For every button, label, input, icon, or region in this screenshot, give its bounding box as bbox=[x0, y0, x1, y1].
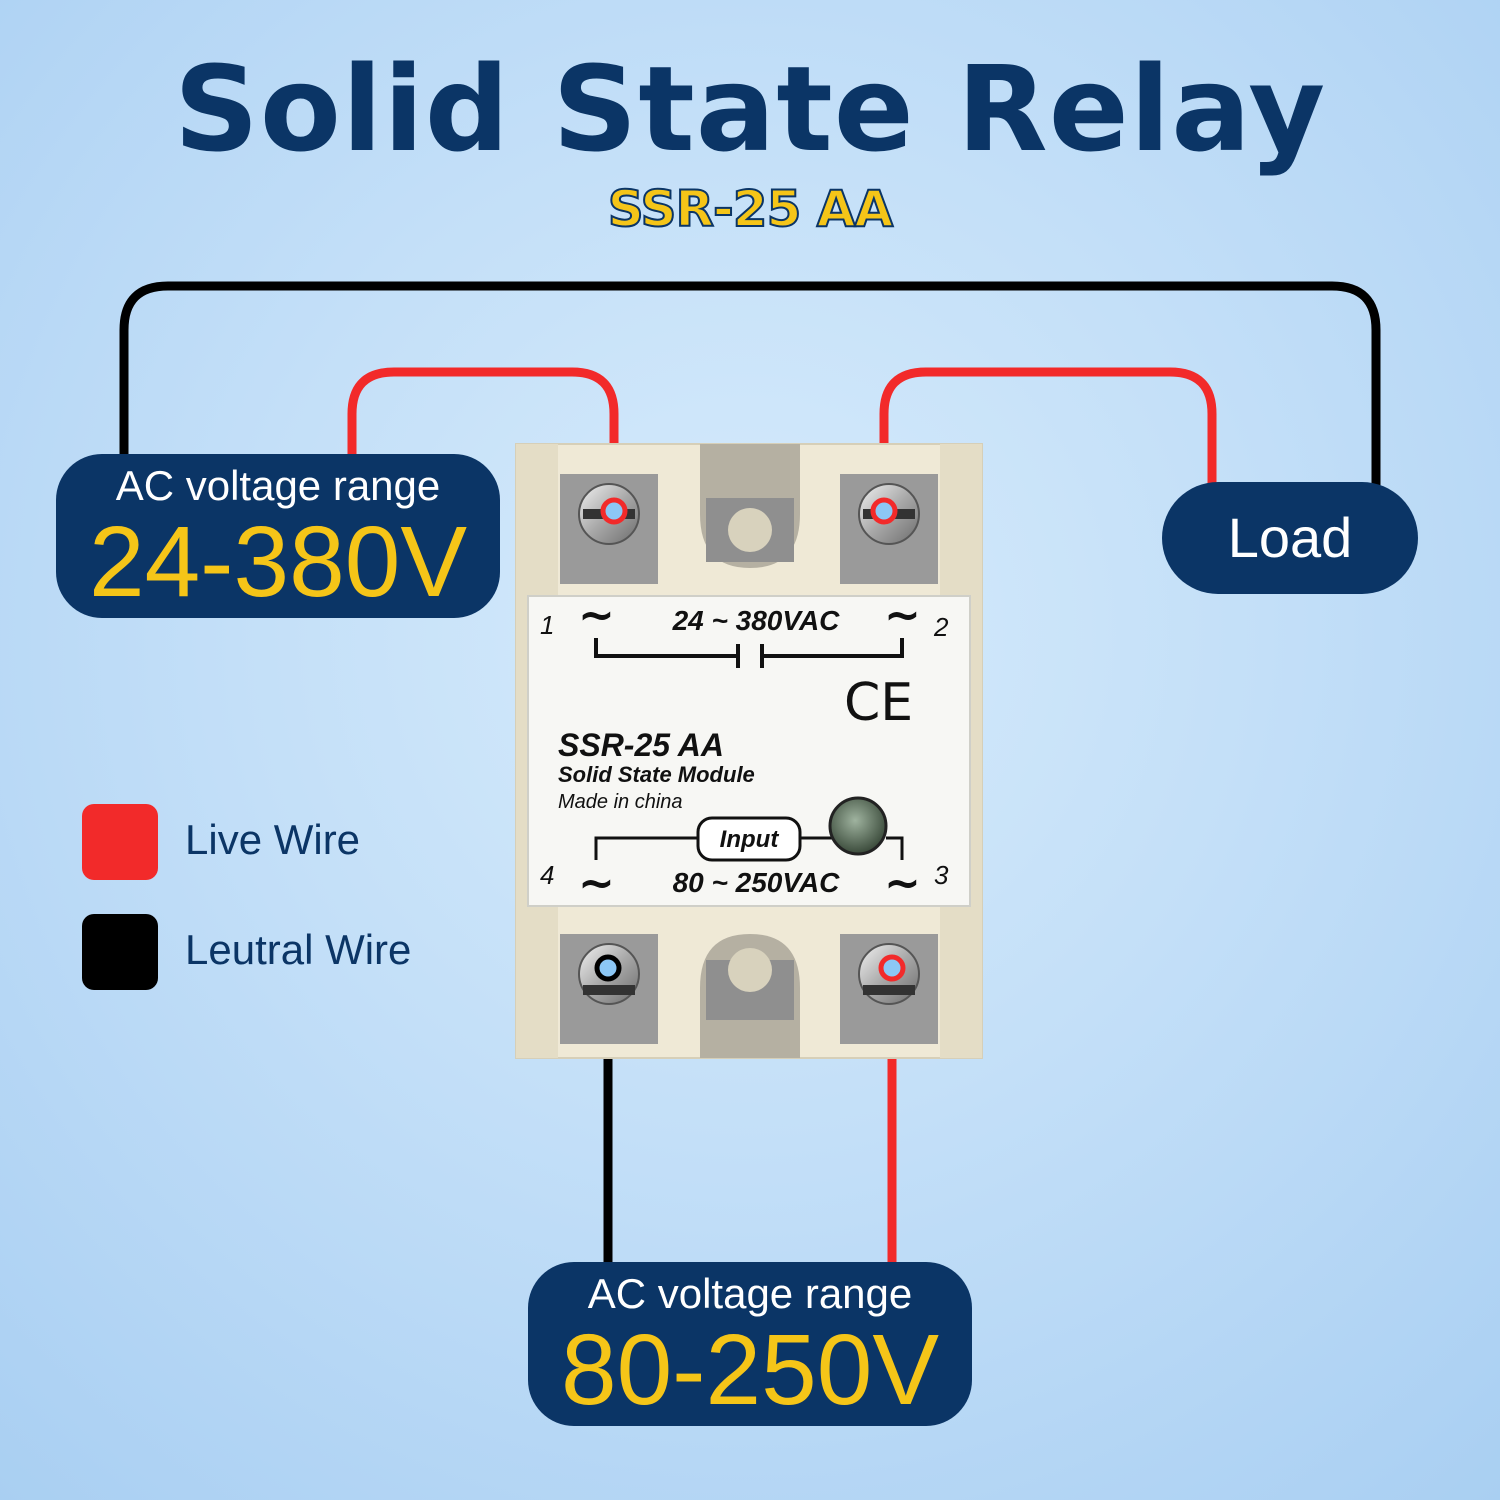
live-wire-terminal-1 bbox=[347, 367, 619, 515]
page-subtitle: SSR-25 AA bbox=[607, 179, 894, 239]
legend-item-neutral-wire: Leutral Wire bbox=[82, 914, 502, 990]
live-wire-swatch bbox=[82, 804, 158, 880]
status-led-icon bbox=[828, 796, 888, 856]
screw-terminal-4 bbox=[578, 943, 640, 1005]
output-rating: 24 ~ 380VAC bbox=[672, 605, 841, 636]
screw-terminal-1 bbox=[578, 483, 640, 545]
terminal-number-2: 2 bbox=[933, 612, 949, 642]
terminal-number-1: 1 bbox=[540, 610, 554, 640]
tilde-terminal-2: ~ bbox=[884, 590, 921, 641]
load-callout: Load bbox=[1162, 482, 1418, 594]
neutral-wire-top bbox=[119, 281, 1381, 495]
live-wire-terminal-2 bbox=[879, 367, 1217, 515]
switch-contact-symbol bbox=[594, 638, 904, 668]
terminal-number-3: 3 bbox=[934, 860, 949, 890]
output-voltage-callout: AC voltage range 24-380V bbox=[56, 454, 500, 618]
input-voltage-value: 80-250V bbox=[560, 1314, 940, 1426]
output-voltage-value: 24-380V bbox=[88, 506, 468, 618]
input-voltage-callout: AC voltage range 80-250V bbox=[528, 1262, 972, 1426]
neutral-wire-swatch bbox=[82, 914, 158, 990]
output-voltage-caption: AC voltage range bbox=[115, 462, 441, 509]
legend-item-live-wire: Live Wire bbox=[82, 804, 502, 880]
tilde-terminal-3: ~ bbox=[884, 858, 921, 909]
screw-terminal-2 bbox=[858, 483, 920, 545]
tilde-terminal-4: ~ bbox=[578, 858, 615, 909]
input-circuit-line bbox=[594, 836, 904, 860]
relay-description: Solid State Module bbox=[558, 762, 755, 787]
screw-terminal-3 bbox=[858, 943, 920, 1005]
input-label: Input bbox=[720, 826, 780, 853]
relay-model: SSR-25 AA bbox=[558, 727, 724, 763]
legend-label-live-wire: Live Wire bbox=[185, 816, 361, 863]
input-voltage-caption: AC voltage range bbox=[587, 1270, 913, 1317]
input-box bbox=[696, 816, 802, 862]
tilde-terminal-1: ~ bbox=[578, 590, 615, 641]
relay-origin: Made in china bbox=[558, 791, 683, 813]
legend-label-neutral-wire: Leutral Wire bbox=[185, 926, 412, 973]
page-title: Solid State Relay bbox=[173, 40, 1327, 178]
terminal-number-4: 4 bbox=[540, 860, 554, 890]
ce-mark: CE bbox=[844, 673, 913, 733]
input-rating: 80 ~ 250VAC bbox=[673, 867, 841, 898]
